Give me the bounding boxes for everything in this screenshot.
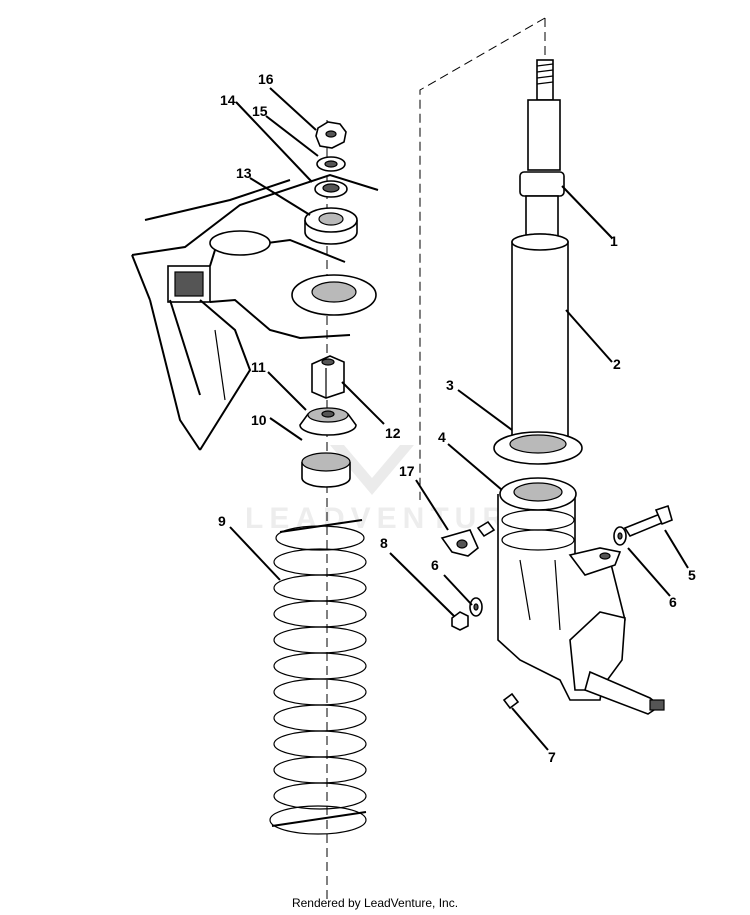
part-9-coil-spring bbox=[269, 519, 367, 835]
callout-3: 3 bbox=[446, 377, 454, 393]
part-3-spring-seat bbox=[493, 431, 583, 465]
callout-13: 13 bbox=[236, 165, 252, 181]
watermark-logo: LEADVENTURE bbox=[245, 445, 530, 535]
part-7-grease-fitting bbox=[502, 692, 520, 710]
callout-10: 10 bbox=[251, 412, 267, 428]
leader-lines bbox=[229, 87, 689, 751]
part-13-bushing bbox=[304, 207, 358, 245]
part-17-clip bbox=[440, 520, 496, 557]
part-14-washer bbox=[314, 180, 348, 198]
callout-15: 15 bbox=[252, 103, 268, 119]
callout-7: 7 bbox=[548, 749, 556, 765]
callout-12: 12 bbox=[385, 425, 401, 441]
part-2-strut bbox=[511, 59, 569, 441]
callout-17: 17 bbox=[399, 463, 415, 479]
callout-1: 1 bbox=[610, 233, 618, 249]
callout-2: 2 bbox=[613, 356, 621, 372]
part-6-washer-left bbox=[469, 597, 483, 617]
callout-9: 9 bbox=[218, 513, 226, 529]
part-15-washer bbox=[316, 156, 346, 172]
upper-a-arm bbox=[131, 173, 379, 451]
callout-16: 16 bbox=[258, 71, 274, 87]
assembly-centerlines bbox=[326, 17, 546, 900]
callout-6-right: 6 bbox=[669, 594, 677, 610]
callout-11: 11 bbox=[251, 359, 266, 375]
callout-6-left: 6 bbox=[431, 557, 439, 573]
part-12-spacer bbox=[311, 355, 345, 399]
part-10-bushing bbox=[301, 452, 351, 488]
callout-5: 5 bbox=[688, 567, 696, 583]
footer-credit: Rendered by LeadVenture, Inc. bbox=[291, 896, 459, 910]
part-16-nut bbox=[315, 121, 347, 149]
callout-8: 8 bbox=[380, 535, 388, 551]
part-5-bolt bbox=[623, 504, 673, 537]
callout-14: 14 bbox=[220, 92, 236, 108]
part-11-mount bbox=[299, 407, 357, 436]
part-8-nut bbox=[451, 611, 469, 631]
callout-4: 4 bbox=[438, 429, 446, 445]
callout-labels: 1 2 3 4 5 6 6 7 8 9 10 11 12 13 14 15 16… bbox=[218, 71, 696, 765]
part-6-washer-right bbox=[613, 526, 627, 546]
part-4-spindle-housing bbox=[497, 477, 665, 715]
